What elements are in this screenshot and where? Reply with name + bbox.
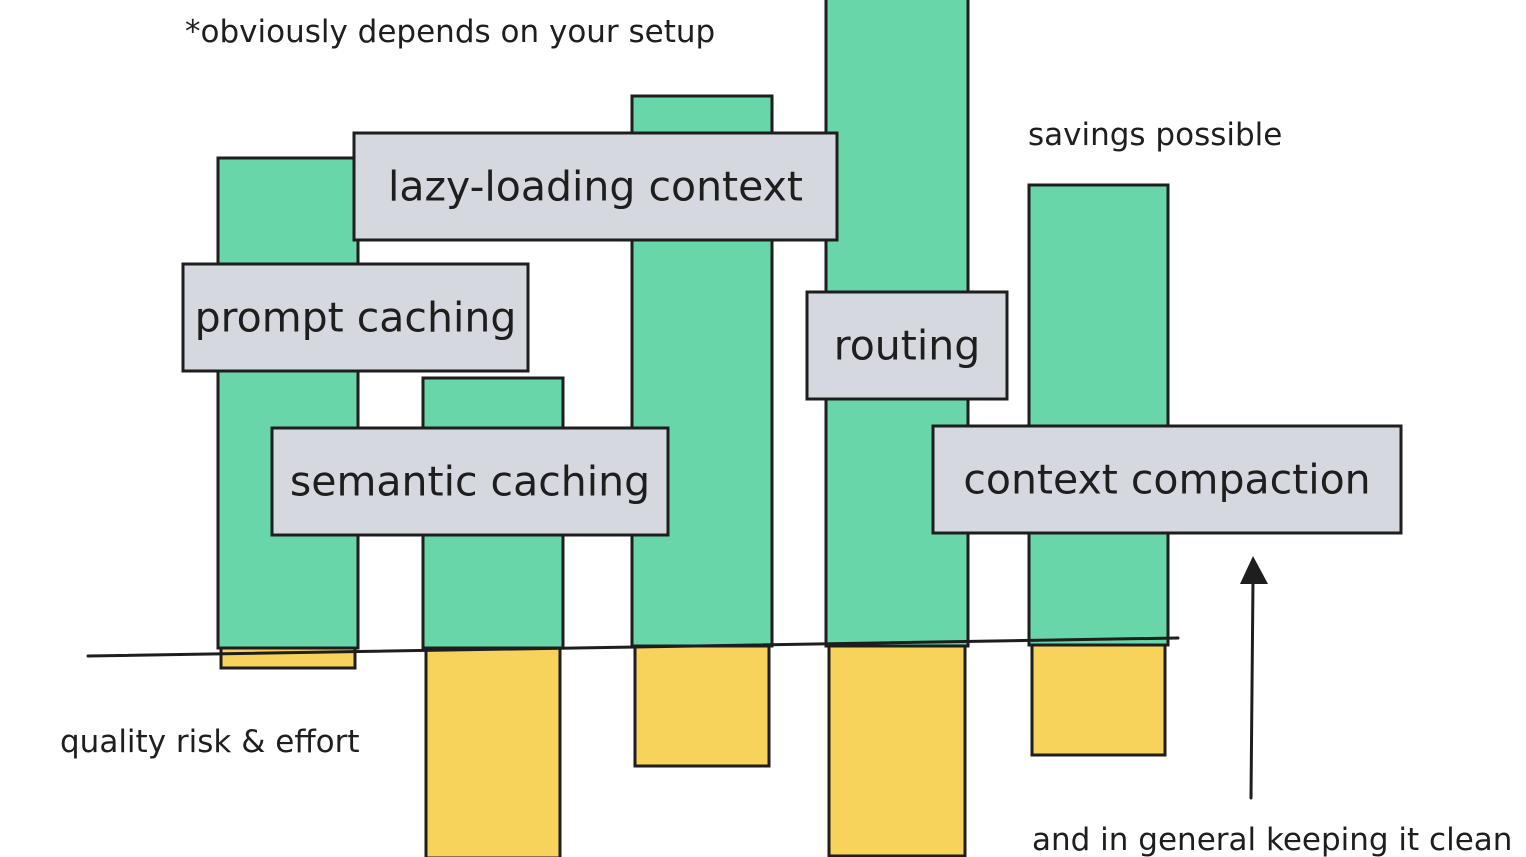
risk-series-caption: quality risk & effort [60, 724, 360, 760]
category-label: routing [805, 290, 1009, 401]
bottom-note-text: and in general keeping it clean [1032, 822, 1512, 857]
category-label-text: semantic caching [290, 458, 650, 506]
savings-bar [1027, 183, 1170, 647]
category-label-box [270, 426, 670, 537]
category-label-text: prompt caching [195, 294, 517, 342]
savings-bar [216, 156, 360, 650]
category-label-text: routing [834, 322, 981, 370]
category-label-box [352, 131, 839, 242]
category-label-text: lazy-loading context [388, 163, 803, 211]
bars-layer [216, 0, 1170, 857]
baseline-axis [86, 636, 1180, 658]
category-label: semantic caching [270, 426, 670, 537]
category-label-box [931, 424, 1403, 535]
footnote-text: *obviously depends on your setup [185, 14, 715, 50]
category-label-box [805, 290, 1009, 401]
savings-series-caption: savings possible [1028, 117, 1282, 153]
up-arrow-icon [1240, 556, 1268, 800]
risk-bar [827, 644, 967, 857]
category-label: prompt caching [181, 262, 530, 373]
category-label-box [181, 262, 530, 373]
category-labels-layer: prompt caching semantic caching lazy-loadi… [181, 131, 1403, 537]
risk-bar [633, 644, 771, 768]
category-label: lazy-loading context [352, 131, 839, 242]
risk-bar [1030, 643, 1167, 757]
risk-bar [424, 646, 562, 857]
category-label: context compaction [931, 424, 1403, 535]
category-label-text: context compaction [963, 456, 1370, 504]
